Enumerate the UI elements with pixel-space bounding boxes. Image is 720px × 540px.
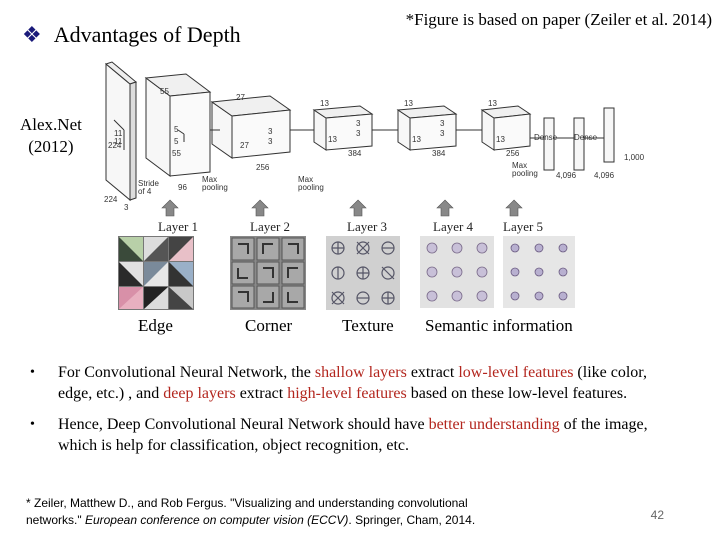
corner-filter-image <box>230 236 306 310</box>
layer4-volume <box>396 105 458 151</box>
layer1-volume <box>144 73 212 177</box>
alexnet-year: (2012) <box>28 137 74 156</box>
dim-l2-3b: 3 <box>268 137 273 146</box>
texture-filter-image <box>326 236 400 310</box>
highlight-high-level-features: high-level features <box>287 385 407 402</box>
dense2-label: Dense <box>574 133 598 142</box>
dim-input-224b: 224 <box>104 195 118 204</box>
feature-label-semantic: Semantic information <box>425 316 573 335</box>
dim-l1-96: 96 <box>178 183 187 192</box>
slide-title: Advantages of Depth <box>53 22 241 47</box>
input-volume <box>104 61 138 202</box>
dense1-label: Dense <box>534 133 558 142</box>
dim-l5-13b: 13 <box>496 135 505 144</box>
alexnet-name: Alex.Net <box>20 115 82 134</box>
arrow-up-icon <box>251 199 269 217</box>
layer5-volume <box>480 105 532 151</box>
dim-l2-3a: 3 <box>268 127 273 136</box>
dim-l3-13a: 13 <box>320 99 329 108</box>
dense-layer-1 <box>543 117 555 171</box>
fc2-label: 4,096 <box>594 171 615 180</box>
dim-l2-256: 256 <box>256 163 270 172</box>
highlight-better-understanding: better understanding <box>428 416 560 433</box>
output-label: 1,000 <box>624 153 645 162</box>
dim-l5-13a: 13 <box>488 99 497 108</box>
layer-labels <box>161 199 523 217</box>
bullet-item: • For Convolutional Neural Network, the … <box>30 362 680 404</box>
dim-l4-13b: 13 <box>412 135 421 144</box>
dim-l4-3a: 3 <box>440 119 445 128</box>
maxpool2-a: Max <box>298 175 313 184</box>
dim-l2-27a: 27 <box>236 93 245 102</box>
dim-l4-13a: 13 <box>404 99 413 108</box>
dim-l4-3b: 3 <box>440 129 445 138</box>
maxpool2-b: pooling <box>298 183 324 192</box>
dim-stride: Stride <box>138 179 159 188</box>
footnote-line-2: networks." European conference on comput… <box>26 513 476 527</box>
dim-l4-384: 384 <box>432 149 446 158</box>
dim-l1-55a: 55 <box>160 87 169 96</box>
highlight-low-level-features: low-level features <box>458 364 574 381</box>
feature-label-texture: Texture <box>342 316 394 335</box>
layer-label-5: Layer 5 <box>503 219 544 234</box>
dim-l2-27b: 27 <box>240 141 249 150</box>
bullet-text: For Convolutional Neural Network, the sh… <box>58 364 647 402</box>
arrow-up-icon <box>161 199 179 217</box>
dense-layer-2 <box>573 117 585 171</box>
arrow-up-icon <box>436 199 454 217</box>
footnote-citation: * Zeiler, Matthew D., and Rob Fergus. "V… <box>26 495 475 529</box>
footnote-line-1: * Zeiler, Matthew D., and Rob Fergus. "V… <box>26 496 468 510</box>
bullet-list: • For Convolutional Neural Network, the … <box>30 362 680 466</box>
feature-label-edge: Edge <box>138 316 173 335</box>
slide-title-row: ❖ Advantages of Depth <box>22 22 241 48</box>
layer-label-2: Layer 2 <box>250 219 291 234</box>
layer-label-1: Layer 1 <box>158 219 199 234</box>
layer4-filter-image <box>420 236 494 308</box>
feature-label-corner: Corner <box>245 316 293 335</box>
highlight-shallow-layers: shallow layers <box>314 364 407 381</box>
dim-l1-5b: 5 <box>174 137 179 146</box>
layer3-volume <box>312 105 374 151</box>
maxpool1-b: pooling <box>202 183 228 192</box>
layer2-volume <box>210 95 292 159</box>
dim-l1-5a: 5 <box>174 125 179 134</box>
layer-label-4: Layer 4 <box>433 219 474 234</box>
bullet-dot-icon: • <box>30 417 35 432</box>
source-note: *Figure is based on paper (Zeiler et al.… <box>405 10 712 29</box>
dim-l3-3a: 3 <box>356 119 361 128</box>
maxpool1-a: Max <box>202 175 217 184</box>
bullet-text: Hence, Deep Convolutional Neural Network… <box>58 416 648 454</box>
diamond-bullet-icon: ❖ <box>22 22 42 48</box>
dim-l5-256: 256 <box>506 149 520 158</box>
arrow-up-icon <box>505 199 523 217</box>
page-number: 42 <box>650 508 664 522</box>
arrow-up-icon <box>349 199 367 217</box>
dim-l3-3b: 3 <box>356 129 361 138</box>
dim-of4: of 4 <box>138 187 152 196</box>
bullet-dot-icon: • <box>30 365 35 380</box>
dim-l3-384: 384 <box>348 149 362 158</box>
maxpool3-b: pooling <box>512 169 538 178</box>
layer5-filter-image <box>503 236 575 308</box>
alexnet-architecture-diagram: 11 11 224 224 3 Stride of 4 55 55 5 5 96… <box>104 61 645 210</box>
maxpool3-a: Max <box>512 161 527 170</box>
dim-input-b: 11 <box>114 137 123 146</box>
dim-input-224a: 224 <box>108 141 122 150</box>
edge-filter-image <box>118 236 194 310</box>
output-layer <box>603 107 615 163</box>
dim-input-3: 3 <box>124 203 129 210</box>
bullet-item: • Hence, Deep Convolutional Neural Netwo… <box>30 414 680 456</box>
dim-l3-13b: 13 <box>328 135 337 144</box>
fc1-label: 4,096 <box>556 171 577 180</box>
footnote-venue: European conference on computer vision (… <box>84 513 349 527</box>
highlight-deep-layers: deep layers <box>163 385 236 402</box>
dim-input-a: 11 <box>114 129 123 138</box>
layer-label-3: Layer 3 <box>347 219 388 234</box>
dim-l1-55b: 55 <box>172 149 181 158</box>
alexnet-label: Alex.Net (2012) <box>20 114 82 158</box>
